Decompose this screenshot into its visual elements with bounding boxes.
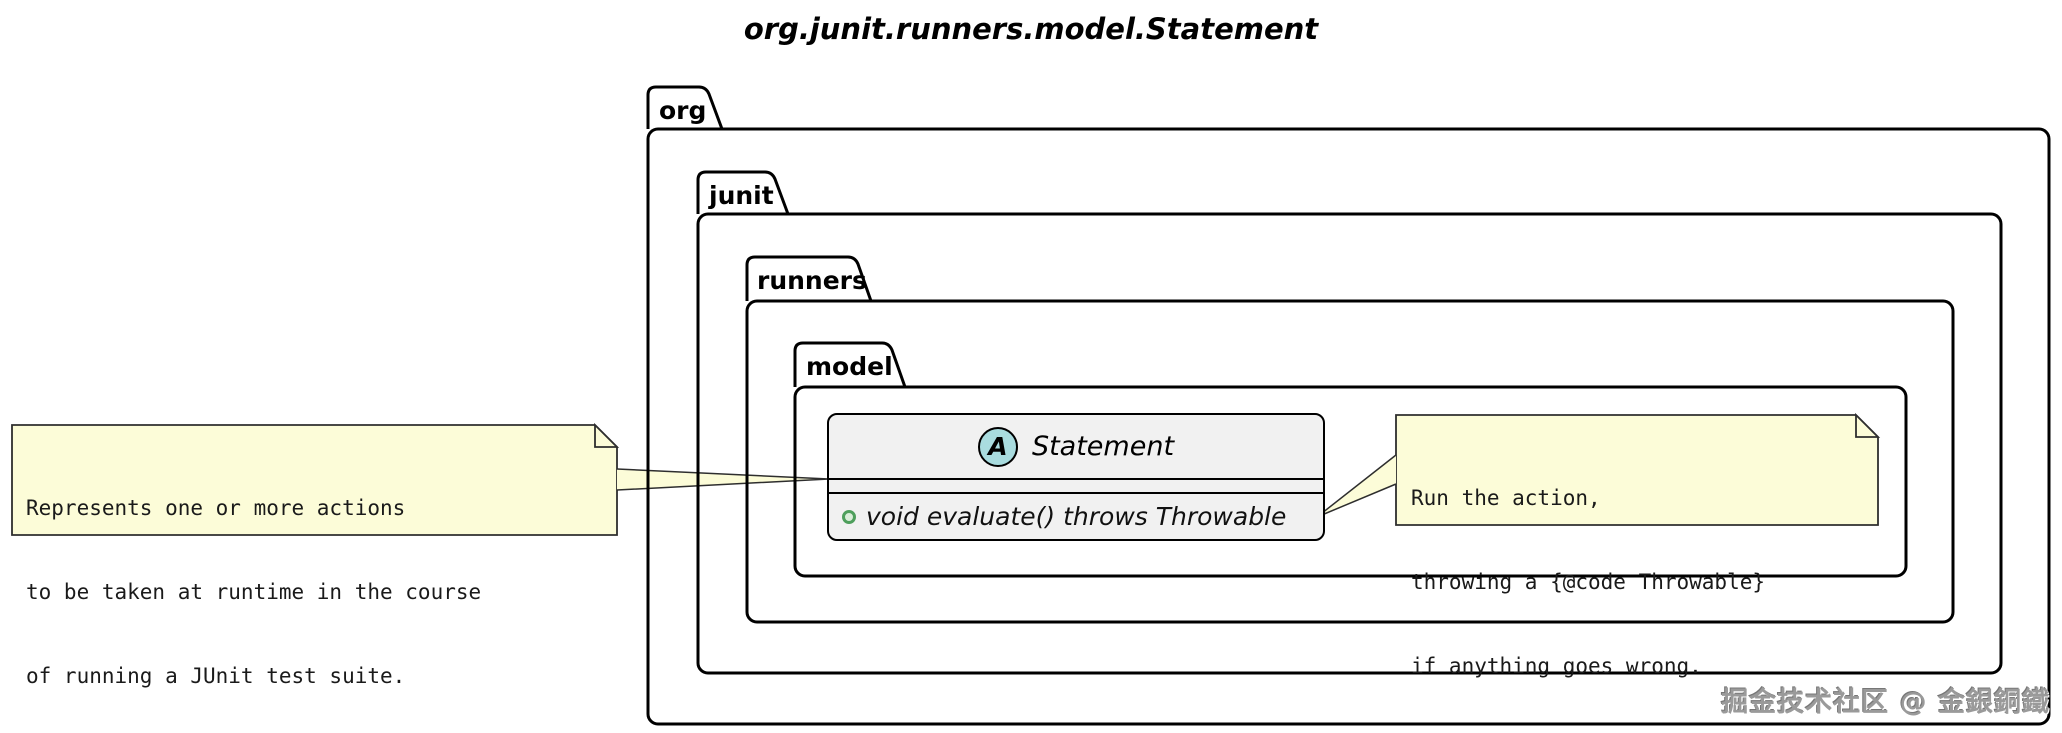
note-left: Represents one or more actions to be tak… xyxy=(12,425,617,688)
public-method-icon xyxy=(842,509,856,524)
class-name: Statement xyxy=(1031,431,1175,462)
note-left-line: to be taken at runtime in the course xyxy=(26,580,482,604)
package-label-runners: runners xyxy=(757,266,867,295)
note-left-line: of running a JUnit test suite. xyxy=(26,664,406,688)
note-right-shape xyxy=(1395,412,1881,526)
class-fields-section xyxy=(829,480,1323,492)
note-right: Run the action, throwing a {@code Throwa… xyxy=(1396,415,1878,678)
note-right-line: throwing a {@code Throwable} xyxy=(1411,570,1766,594)
abstract-letter: A xyxy=(988,432,1008,461)
diagram-title: org.junit.runners.model.Statement xyxy=(743,12,1319,46)
class-statement: A Statement void evaluate() throws Throw… xyxy=(827,413,1325,541)
package-label-junit: junit xyxy=(709,181,774,210)
note-left-line: Represents one or more actions xyxy=(26,496,406,520)
note-left-shape xyxy=(11,422,620,536)
note-right-fold-icon xyxy=(1855,412,1881,438)
watermark: 掘金技术社区 @ 金銀銅鐵 xyxy=(1721,687,2050,718)
note-right-line: Run the action, xyxy=(1411,486,1601,510)
abstract-class-icon: A xyxy=(977,426,1018,467)
class-divider xyxy=(829,492,1323,494)
note-right-line: if anything goes wrong. xyxy=(1411,654,1702,678)
class-divider xyxy=(829,478,1323,480)
note-left-fold-icon xyxy=(594,422,620,448)
class-method: void evaluate() throws Throwable xyxy=(866,502,1287,531)
class-method-row: void evaluate() throws Throwable xyxy=(829,494,1323,539)
note-right-connector xyxy=(1316,454,1397,518)
package-borders xyxy=(646,85,2051,726)
package-label-model: model xyxy=(806,352,893,381)
class-header: A Statement xyxy=(829,415,1323,478)
package-label-org: org xyxy=(659,96,707,125)
